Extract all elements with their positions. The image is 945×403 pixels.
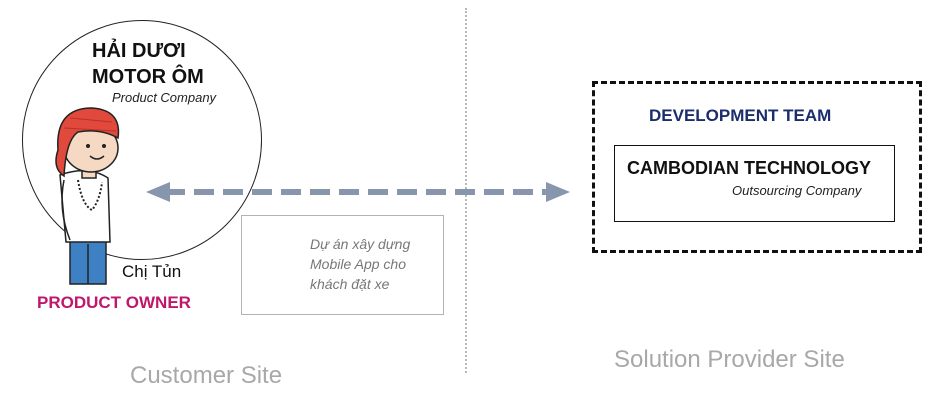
project-description: Dự án xây dựng Mobile App cho khách đặt … <box>310 234 440 294</box>
customer-site-label: Customer Site <box>130 362 283 389</box>
provider-company-box <box>614 145 895 222</box>
communication-arrow <box>146 182 570 202</box>
customer-company-line2: MOTOR ÔM <box>92 66 204 88</box>
provider-company-type: Outsourcing Company <box>732 183 862 198</box>
customer-circle <box>22 20 262 260</box>
product-owner-person-icon <box>55 107 120 285</box>
project-description-line2: Mobile App cho <box>310 256 406 272</box>
project-card <box>241 215 444 315</box>
development-team-label: DEVELOPMENT TEAM <box>649 106 832 125</box>
project-description-line3: khách đặt xe <box>310 276 390 292</box>
customer-company-name: HẢI DƯƠI MOTOR ÔM <box>92 38 204 90</box>
product-owner-name: Chị Tủn <box>122 262 182 281</box>
customer-company-line1: HẢI DƯƠI <box>92 40 186 62</box>
project-description-line1: Dự án xây dựng <box>310 236 411 252</box>
customer-company-type: Product Company <box>112 90 217 105</box>
provider-site-label: Solution Provider Site <box>614 346 845 373</box>
product-owner-role: PRODUCT OWNER <box>37 293 191 312</box>
development-team-box <box>592 81 922 253</box>
provider-company-name: CAMBODIAN TECHNOLOGY <box>627 158 871 178</box>
